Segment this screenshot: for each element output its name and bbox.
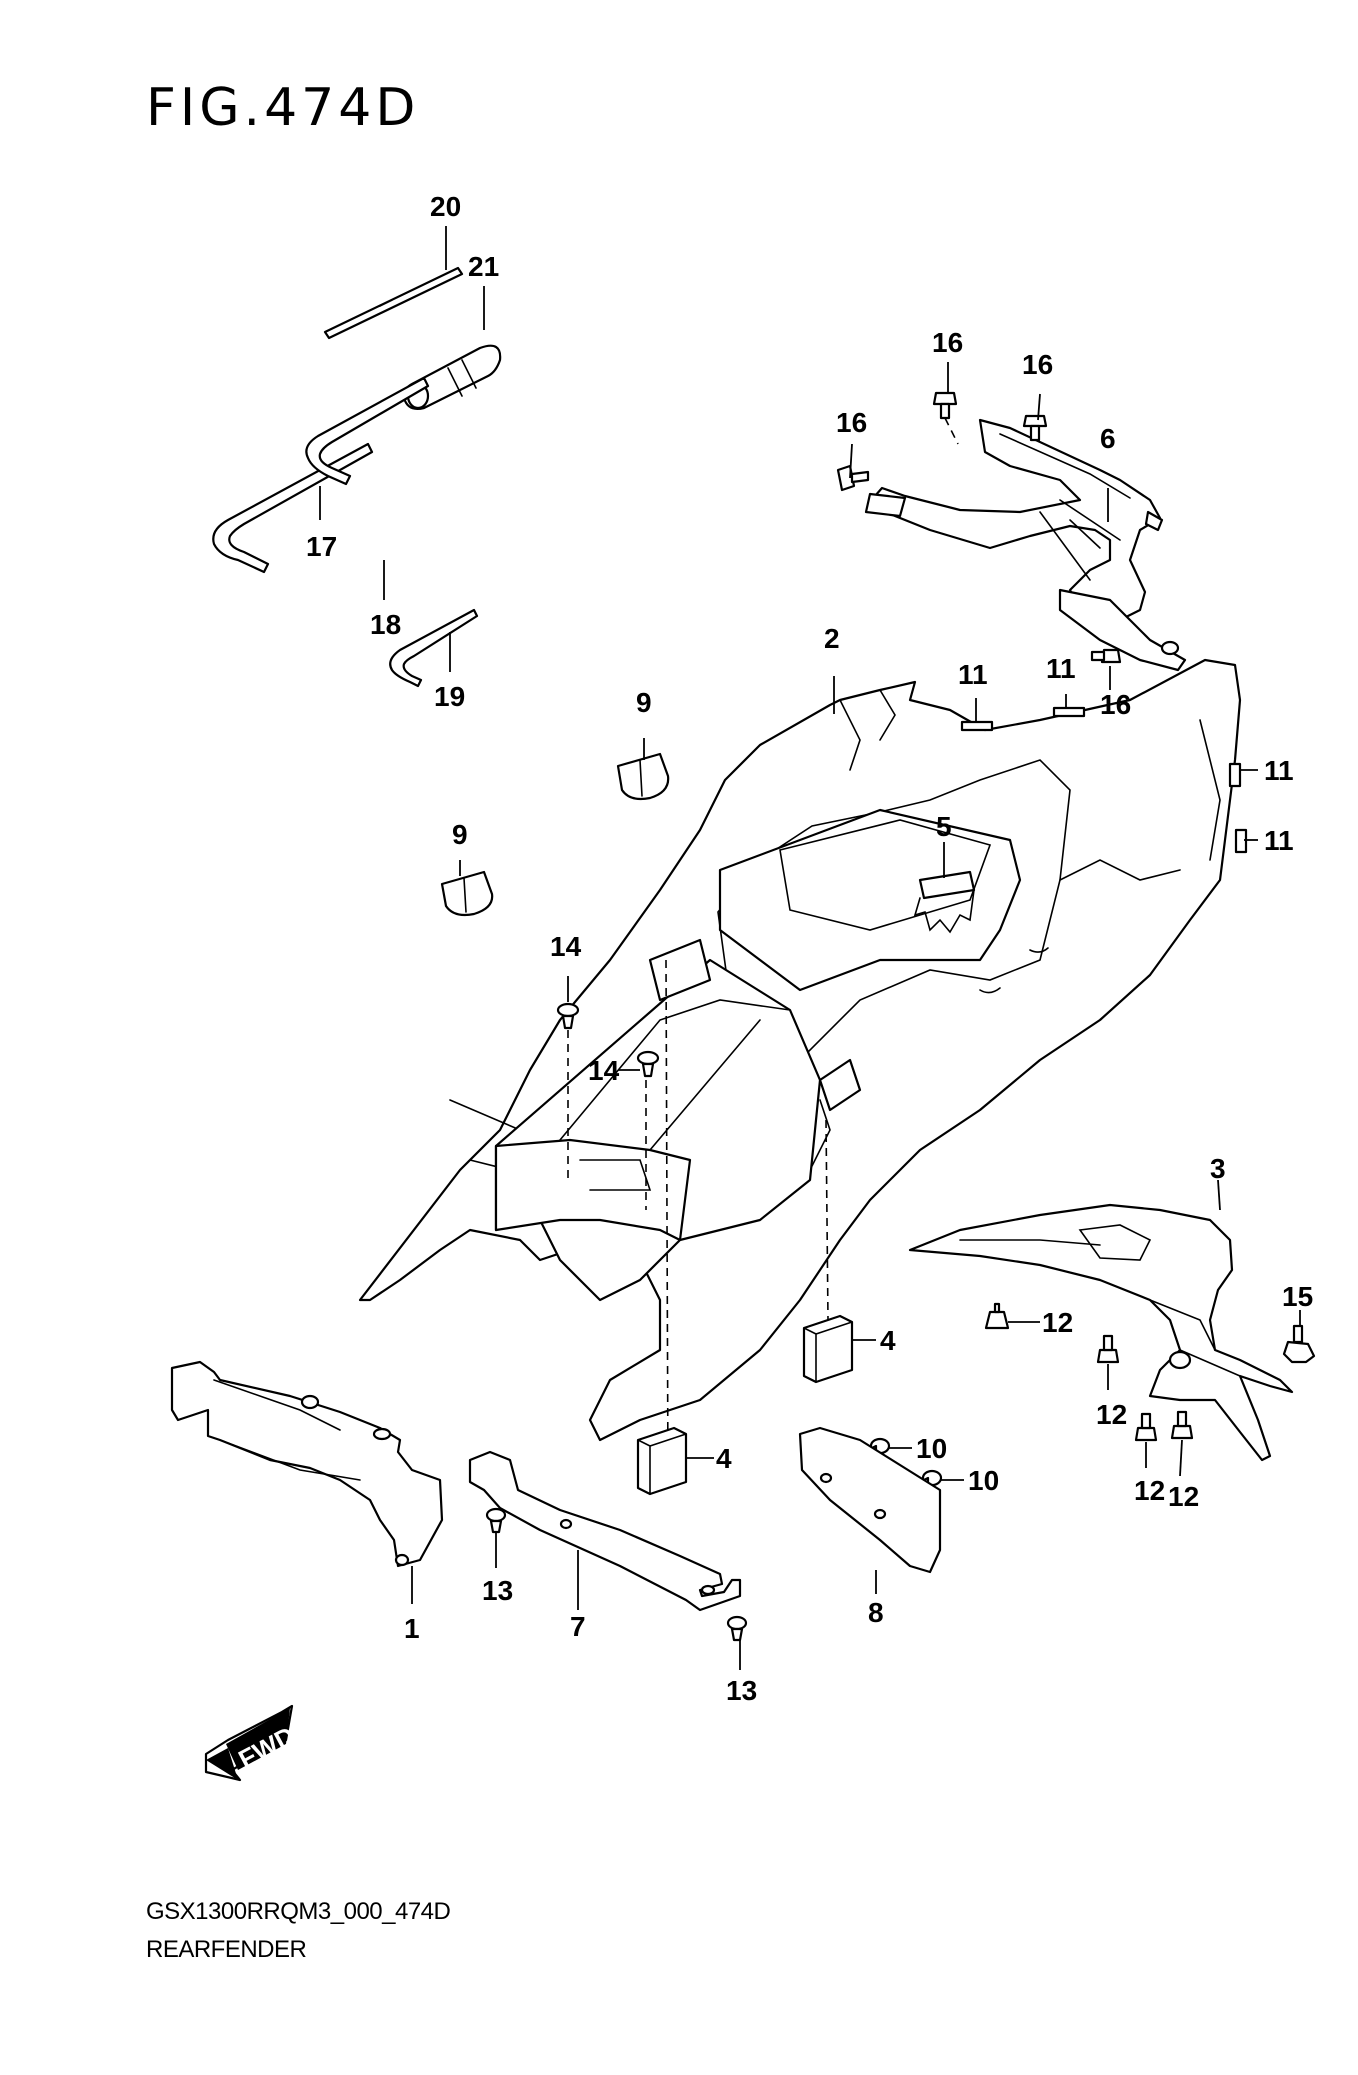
cushion-4-lower [636, 1426, 688, 1496]
callout-1: 1 [404, 1613, 420, 1644]
callout-15: 15 [1282, 1281, 1313, 1312]
clamp-9-upper [616, 752, 670, 801]
bolt-12-b [1096, 1334, 1120, 1364]
battery-tray-area [494, 808, 1022, 1302]
left-bracket-part [170, 1360, 444, 1568]
callout-18: 18 [370, 609, 401, 640]
callout-5: 5 [936, 811, 952, 842]
figure-title: FIG.474D [146, 78, 420, 138]
bolt-14-b [636, 1050, 660, 1078]
rear-bracket-part [864, 418, 1187, 672]
bolt-16-a [932, 391, 959, 445]
leader-lines [319, 226, 1301, 1670]
callout-21: 21 [468, 251, 499, 282]
callout-17: 17 [306, 531, 337, 562]
clip-15-part [1282, 1324, 1316, 1364]
callout-11-a: 11 [958, 659, 988, 690]
guide-line-b [825, 1119, 829, 1321]
callout-12-c: 12 [1134, 1475, 1165, 1506]
callout-7: 7 [570, 1611, 586, 1642]
bolt-12-d [1170, 1410, 1194, 1440]
hex-wrench-small-part [389, 608, 479, 688]
callout-6: 6 [1100, 423, 1116, 454]
tape-11-b [1052, 706, 1086, 718]
tape-11-c [1228, 762, 1242, 788]
callout-4-a: 4 [880, 1325, 896, 1356]
bolt-16-c [836, 464, 870, 492]
hex-wrench-medium-part [305, 376, 430, 486]
callout-19: 19 [434, 681, 465, 712]
screwdriver-handle-part [402, 344, 502, 410]
figure-code: GSX1300RRQM3_000_474D [146, 1898, 451, 1925]
callout-8: 8 [868, 1597, 884, 1628]
callout-12-a: 12 [1042, 1307, 1073, 1338]
tape-11-a [960, 720, 994, 732]
callout-16-a: 16 [932, 327, 963, 358]
bolt-12-c [1134, 1412, 1158, 1442]
figure-name: REARFENDER [146, 1936, 307, 1963]
callout-16-c: 16 [836, 407, 867, 438]
bolt-12-a [984, 1302, 1010, 1330]
callout-11-d: 11 [1264, 825, 1294, 856]
callout-11-b: 11 [1046, 653, 1076, 684]
clamp-9-lower [440, 870, 494, 917]
callout-11-c: 11 [1264, 755, 1294, 786]
callout-9-b: 9 [452, 819, 468, 850]
bolt-13-a [485, 1507, 507, 1534]
callout-13-b: 13 [726, 1675, 757, 1706]
rubber-pad-part [913, 870, 976, 934]
callout-12-d: 12 [1168, 1481, 1199, 1512]
tail-cover-part [908, 1203, 1294, 1462]
cushion-4-upper [802, 1314, 854, 1384]
bolt-13-b [726, 1615, 748, 1642]
callout-13-a: 13 [482, 1575, 513, 1606]
callout-16-b: 16 [1022, 349, 1053, 380]
callout-20: 20 [430, 191, 461, 222]
callout-16-d: 16 [1100, 689, 1131, 720]
screwdriver-bit-part [323, 266, 464, 340]
callout-10-b: 10 [968, 1465, 999, 1496]
callout-3: 3 [1210, 1153, 1226, 1184]
forward-direction-badge: FWD [204, 1704, 300, 1782]
callout-14-b: 14 [588, 1055, 620, 1086]
hex-wrench-large-part [212, 442, 374, 574]
callout-10-a: 10 [916, 1433, 947, 1464]
callout-9-a: 9 [636, 687, 652, 718]
callout-12-b: 12 [1096, 1399, 1127, 1430]
side-cover-part [798, 1426, 942, 1574]
callout-labels: 20 21 17 18 19 16 16 16 16 6 2 9 9 11 11… [306, 191, 1313, 1706]
callout-14-a: 14 [550, 931, 582, 962]
bolt-14-a [556, 1002, 580, 1030]
guide-line-a [665, 959, 669, 1481]
callout-2: 2 [824, 623, 840, 654]
bolt-16-d [1090, 648, 1122, 664]
tape-11-d [1234, 828, 1248, 854]
callout-4-b: 4 [716, 1443, 732, 1474]
stay-bar-part [468, 1450, 742, 1612]
